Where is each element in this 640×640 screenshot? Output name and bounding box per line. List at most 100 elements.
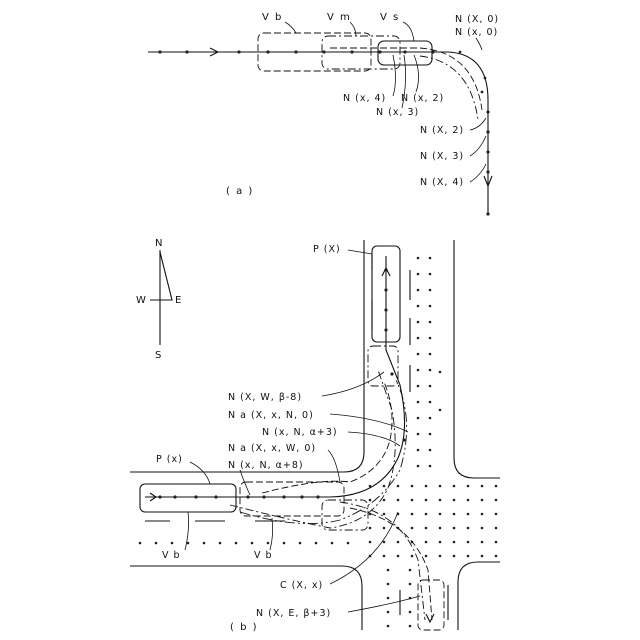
grid-node bbox=[429, 449, 432, 452]
grid-node bbox=[429, 353, 432, 356]
grid-node bbox=[397, 555, 400, 558]
grid-node bbox=[387, 569, 390, 572]
grid-node bbox=[171, 542, 174, 545]
north-arrow-icon bbox=[160, 252, 172, 300]
panel-a: V b V m V s N (X, 0) N (x, 0) N (x, 4) N… bbox=[148, 12, 499, 216]
compass-west: W bbox=[136, 295, 147, 306]
grid-node bbox=[383, 527, 386, 530]
grid-node bbox=[439, 541, 442, 544]
grid-node bbox=[417, 273, 420, 276]
grid-node bbox=[411, 555, 414, 558]
grid-node bbox=[467, 513, 470, 516]
grid-node bbox=[495, 513, 498, 516]
label-N-x-4: N (x, 4) bbox=[343, 93, 386, 104]
panel-b: N W E S bbox=[130, 238, 500, 633]
grid-node bbox=[495, 555, 498, 558]
grid-node bbox=[203, 542, 206, 545]
grid-node bbox=[481, 527, 484, 530]
grid-node bbox=[397, 499, 400, 502]
label-P-x: P (x) bbox=[156, 454, 183, 465]
grid-node bbox=[429, 401, 432, 404]
grid-node bbox=[369, 499, 372, 502]
label-vb: V b bbox=[262, 12, 283, 23]
trajectory-a-dashdot bbox=[420, 56, 478, 120]
grid-node bbox=[369, 527, 372, 530]
grid-node bbox=[429, 257, 432, 260]
grid-node bbox=[429, 289, 432, 292]
grid-node bbox=[429, 321, 432, 324]
grid-node bbox=[411, 499, 414, 502]
grid-node bbox=[439, 499, 442, 502]
node-grid bbox=[139, 257, 498, 628]
grid-node bbox=[453, 541, 456, 544]
grid-node bbox=[467, 499, 470, 502]
grid-node bbox=[283, 542, 286, 545]
vehicle-south bbox=[418, 580, 444, 630]
grid-node bbox=[429, 369, 432, 372]
grid-node bbox=[481, 541, 484, 544]
label-C-X-x: C (X, x) bbox=[280, 580, 323, 591]
grid-node bbox=[417, 401, 420, 404]
label-N-X-3: N (X, 3) bbox=[420, 151, 464, 162]
label-N-X-0: N (X, 0) bbox=[455, 14, 499, 25]
label-N-X-4: N (X, 4) bbox=[420, 177, 464, 188]
grid-node bbox=[417, 305, 420, 308]
grid-node bbox=[425, 541, 428, 544]
label-N-x-N-a8: N (x, N, α+8) bbox=[228, 460, 304, 471]
grid-node bbox=[155, 542, 158, 545]
grid-node bbox=[495, 485, 498, 488]
grid-node bbox=[417, 385, 420, 388]
label-vm: V m bbox=[327, 12, 351, 23]
grid-node bbox=[417, 417, 420, 420]
grid-node bbox=[139, 542, 142, 545]
grid-node bbox=[495, 541, 498, 544]
grid-node bbox=[453, 513, 456, 516]
grid-node bbox=[387, 597, 390, 600]
label-P-X: P (X) bbox=[313, 244, 341, 255]
grid-node bbox=[417, 321, 420, 324]
grid-node bbox=[495, 527, 498, 530]
label-N-x-3: N (x, 3) bbox=[376, 107, 419, 118]
compass-south: S bbox=[155, 350, 163, 361]
vehicle-Vb-mid bbox=[240, 482, 344, 516]
grid-node bbox=[453, 555, 456, 558]
grid-node bbox=[411, 485, 414, 488]
grid-node bbox=[417, 353, 420, 356]
vehicle-turning-1 bbox=[368, 346, 398, 386]
grid-node bbox=[383, 499, 386, 502]
grid-node bbox=[439, 527, 442, 530]
grid-node bbox=[387, 611, 390, 614]
grid-node bbox=[429, 305, 432, 308]
label-Na-X-x-W-0: N a (X, x, W, 0) bbox=[228, 443, 316, 454]
grid-node bbox=[417, 465, 420, 468]
grid-node bbox=[417, 337, 420, 340]
arrow-south-b-icon bbox=[426, 614, 434, 622]
caption-b: ( b ) bbox=[230, 622, 258, 633]
grid-node bbox=[425, 513, 428, 516]
grid-node bbox=[425, 485, 428, 488]
grid-node bbox=[439, 513, 442, 516]
grid-node bbox=[467, 527, 470, 530]
grid-node bbox=[439, 485, 442, 488]
grid-node bbox=[429, 417, 432, 420]
compass-north: N bbox=[155, 238, 164, 249]
grid-node bbox=[439, 409, 442, 412]
compass-east: E bbox=[175, 295, 183, 306]
grid-node bbox=[409, 583, 412, 586]
grid-node bbox=[467, 485, 470, 488]
grid-node bbox=[425, 499, 428, 502]
grid-node bbox=[429, 337, 432, 340]
grid-node bbox=[439, 371, 442, 374]
grid-node bbox=[429, 273, 432, 276]
grid-node bbox=[481, 499, 484, 502]
grid-node bbox=[267, 542, 270, 545]
grid-node bbox=[467, 541, 470, 544]
compass: N W E S bbox=[136, 238, 183, 361]
grid-node bbox=[467, 555, 470, 558]
grid-node bbox=[439, 555, 442, 558]
grid-node bbox=[219, 542, 222, 545]
label-N-X-W-b8: N (X, W, β-8) bbox=[228, 392, 302, 403]
grid-node bbox=[235, 542, 238, 545]
grid-node bbox=[411, 527, 414, 530]
